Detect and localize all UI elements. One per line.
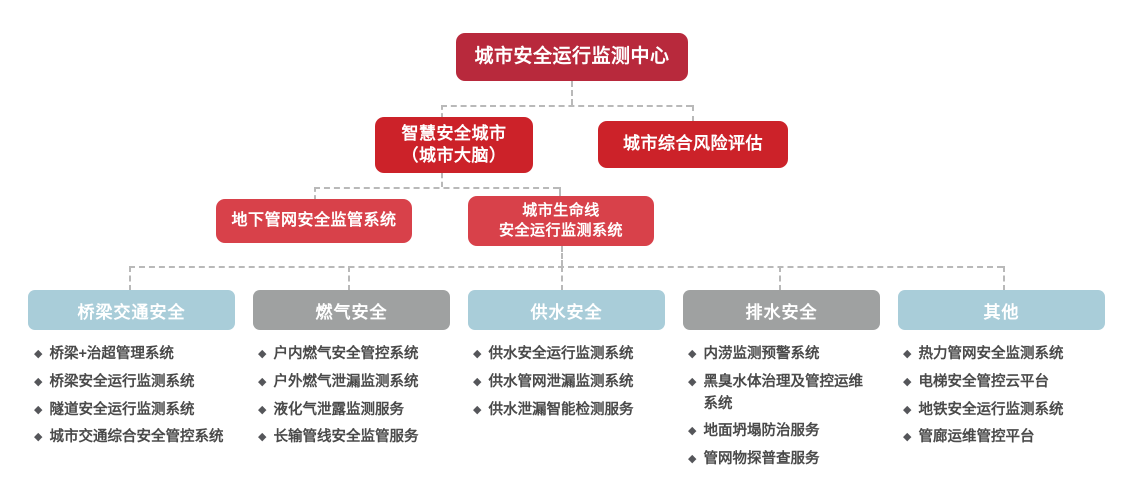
diamond-bullet-icon: ◆ [258, 375, 267, 388]
node-underground-pipeline-safety-supervision-system[interactable]: 地下管网安全监管系统 [216, 199, 412, 243]
list-item[interactable]: ◆ 热力管网安全监测系统 [903, 344, 1113, 366]
connector-to-column-1 [129, 266, 131, 291]
diamond-bullet-icon: ◆ [258, 431, 267, 444]
connector-to-pipe [314, 187, 316, 200]
connector-level2-bus [314, 187, 559, 189]
list-item-label: 液化气泄露监测服务 [273, 401, 404, 418]
list-item-label: 地面坍塌防治服务 [703, 423, 820, 440]
list-item[interactable]: ◆ 地铁安全运行监测系统 [903, 400, 1113, 422]
list-item-label: 内涝监测预警系统 [703, 346, 820, 362]
diamond-bullet-icon: ◆ [903, 375, 912, 388]
list-item-label: 桥梁安全运行监测系统 [49, 373, 195, 390]
node-city-comprehensive-risk-assessment[interactable]: 城市综合风险评估 [598, 121, 788, 168]
connector-to-brain [441, 105, 443, 118]
diamond-bullet-icon: ◆ [903, 348, 912, 360]
list-item-label: 地铁安全运行监测系统 [918, 401, 1064, 418]
diamond-bullet-icon: ◆ [258, 348, 267, 360]
node-city-lifeline-safety-operation-monitoring-system[interactable]: 城市生命线 安全运行监测系统 [468, 196, 654, 246]
connector-to-risk [692, 105, 694, 122]
column-list-bridge-traffic-safety: ◆ 桥梁+治超管理系统 ◆ 桥梁安全运行监测系统 ◆ 隧道安全运行监测系统 ◆ 城市交通综合安… [34, 344, 244, 455]
list-item-label: 城市交通综合安全管控系统 [49, 429, 224, 446]
connector-level1-stem [571, 81, 573, 105]
diamond-bullet-icon: ◆ [688, 453, 697, 465]
diamond-bullet-icon: ◆ [473, 375, 482, 388]
diamond-bullet-icon: ◆ [34, 431, 43, 444]
list-item-label: 桥梁+治超管理系统 [49, 346, 174, 362]
column-list-water-supply-safety: ◆ 供水安全运行监测系统 ◆ 供水管网泄漏监测系统 ◆ 供水泄漏智能检测服务 [473, 344, 673, 427]
column-header-others[interactable]: 其他 [898, 290, 1105, 330]
column-list-drainage-safety: ◆ 内涝监测预警系统 ◆ 黑臭水体治理及管控运维系统 ◆ 地面坍塌防治服务 ◆ 管网物探普查服… [688, 344, 873, 477]
list-item-label: 供水泄漏智能检测服务 [488, 401, 634, 418]
list-item[interactable]: ◆ 供水安全运行监测系统 [473, 344, 673, 366]
list-item[interactable]: ◆ 城市交通综合安全管控系统 [34, 427, 244, 449]
column-list-others: ◆ 热力管网安全监测系统 ◆ 电梯安全管控云平台 ◆ 地铁安全运行监测系统 ◆ 管廊运维管控平… [903, 344, 1113, 455]
diamond-bullet-icon: ◆ [688, 348, 697, 360]
list-item-label: 隧道安全运行监测系统 [49, 401, 195, 418]
list-item[interactable]: ◆ 桥梁+治超管理系统 [34, 344, 244, 366]
connector-brain-stem [441, 173, 443, 187]
node-smart-safe-city-brain[interactable]: 智慧安全城市 （城市大脑） [375, 117, 533, 173]
list-item[interactable]: ◆ 电梯安全管控云平台 [903, 372, 1113, 394]
list-item-label: 管廊运维管控平台 [918, 429, 1035, 446]
list-item-label: 管网物探普查服务 [703, 451, 820, 467]
connector-to-lifeline [559, 187, 561, 197]
list-item[interactable]: ◆ 液化气泄露监测服务 [258, 400, 458, 422]
list-item[interactable]: ◆ 管网物探普查服务 [688, 449, 873, 471]
column-header-bridge-traffic-safety[interactable]: 桥梁交通安全 [28, 290, 235, 330]
node-city-safety-operation-monitoring-center[interactable]: 城市安全运行监测中心 [456, 33, 688, 81]
list-item-label: 户内燃气安全管控系统 [273, 346, 419, 362]
list-item[interactable]: ◆ 地面坍塌防治服务 [688, 421, 873, 443]
list-item-label: 长输管线安全监管服务 [273, 429, 419, 446]
connector-to-column-5 [1003, 266, 1005, 291]
list-item-label: 供水安全运行监测系统 [488, 346, 634, 362]
list-item[interactable]: ◆ 户外燃气泄漏监测系统 [258, 372, 458, 394]
list-item-label: 热力管网安全监测系统 [918, 346, 1064, 362]
connector-level3-bus [129, 266, 1003, 268]
diamond-bullet-icon: ◆ [34, 348, 43, 360]
list-item[interactable]: ◆ 黑臭水体治理及管控运维系统 [688, 372, 873, 416]
column-list-gas-safety: ◆ 户内燃气安全管控系统 ◆ 户外燃气泄漏监测系统 ◆ 液化气泄露监测服务 ◆ 长输管线安全监… [258, 344, 458, 455]
diamond-bullet-icon: ◆ [473, 403, 482, 416]
list-item-label: 黑臭水体治理及管控运维系统 [703, 373, 863, 412]
list-item[interactable]: ◆ 供水泄漏智能检测服务 [473, 400, 673, 422]
list-item[interactable]: ◆ 户内燃气安全管控系统 [258, 344, 458, 366]
diamond-bullet-icon: ◆ [688, 425, 697, 438]
list-item[interactable]: ◆ 管廊运维管控平台 [903, 427, 1113, 449]
column-header-drainage-safety[interactable]: 排水安全 [683, 290, 880, 330]
diamond-bullet-icon: ◆ [258, 403, 267, 416]
list-item[interactable]: ◆ 桥梁安全运行监测系统 [34, 372, 244, 394]
list-item[interactable]: ◆ 隧道安全运行监测系统 [34, 400, 244, 422]
diamond-bullet-icon: ◆ [34, 403, 43, 416]
diamond-bullet-icon: ◆ [688, 375, 697, 388]
connector-to-column-3 [561, 266, 563, 291]
column-header-gas-safety[interactable]: 燃气安全 [253, 290, 450, 330]
diamond-bullet-icon: ◆ [34, 375, 43, 388]
diamond-bullet-icon: ◆ [903, 431, 912, 444]
diamond-bullet-icon: ◆ [473, 348, 482, 360]
connector-to-column-2 [348, 266, 350, 291]
list-item[interactable]: ◆ 供水管网泄漏监测系统 [473, 372, 673, 394]
connector-level1-bus [441, 105, 692, 107]
list-item-label: 电梯安全管控云平台 [918, 373, 1049, 390]
list-item[interactable]: ◆ 长输管线安全监管服务 [258, 427, 458, 449]
list-item-label: 户外燃气泄漏监测系统 [273, 373, 419, 390]
column-header-water-supply-safety[interactable]: 供水安全 [468, 290, 665, 330]
list-item-label: 供水管网泄漏监测系统 [488, 373, 634, 390]
diamond-bullet-icon: ◆ [903, 403, 912, 416]
connector-lifeline-stem [561, 246, 563, 266]
connector-to-column-4 [779, 266, 781, 291]
list-item[interactable]: ◆ 内涝监测预警系统 [688, 344, 873, 366]
